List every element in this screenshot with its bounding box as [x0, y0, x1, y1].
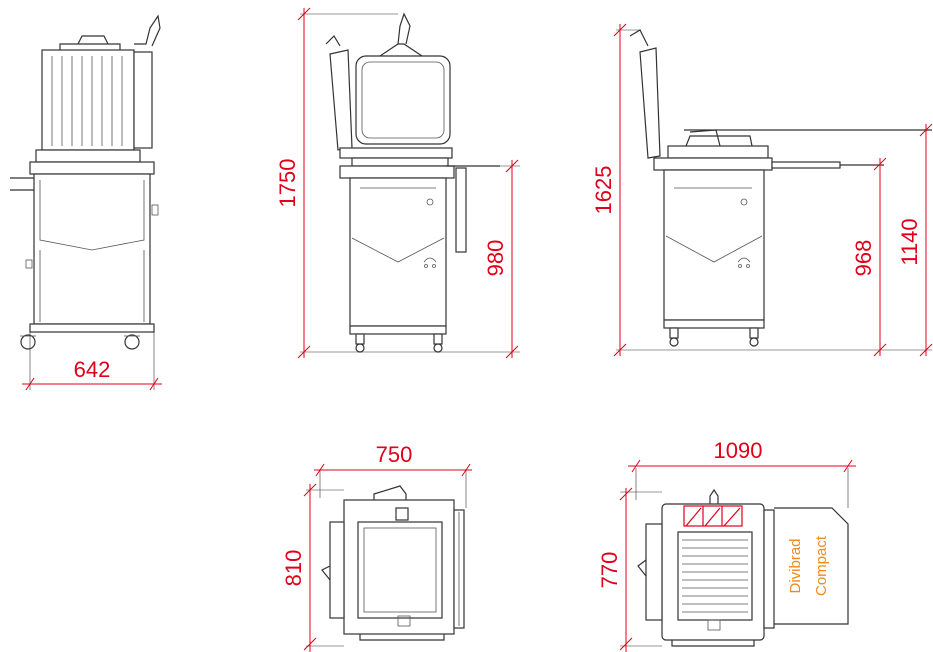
- dim-side2-tray-height: 968: [851, 240, 876, 277]
- side-view-table: 1625 968 1140: [591, 23, 933, 357]
- side-view-open: 1750 980: [275, 7, 520, 359]
- dim-side-working-height: 980: [483, 240, 508, 277]
- brand-line-2: Compact: [813, 535, 830, 596]
- dim-top2-width: 1090: [714, 438, 763, 463]
- brand-line-1: Divibrad: [787, 538, 804, 593]
- front-view: 642: [10, 14, 162, 391]
- dim-front-width: 642: [74, 357, 111, 382]
- top-view: 750 810: [281, 442, 472, 652]
- dim-top-depth: 810: [281, 550, 306, 587]
- dim-side-height: 1750: [275, 159, 300, 208]
- dim-side2-table-height: 1140: [897, 218, 922, 265]
- dim-top2-depth: 770: [597, 552, 622, 589]
- dim-top-width: 750: [376, 442, 413, 467]
- dim-side2-height: 1625: [591, 166, 616, 215]
- top-view-table: 1090 770 Divibrad Compact: [597, 438, 856, 652]
